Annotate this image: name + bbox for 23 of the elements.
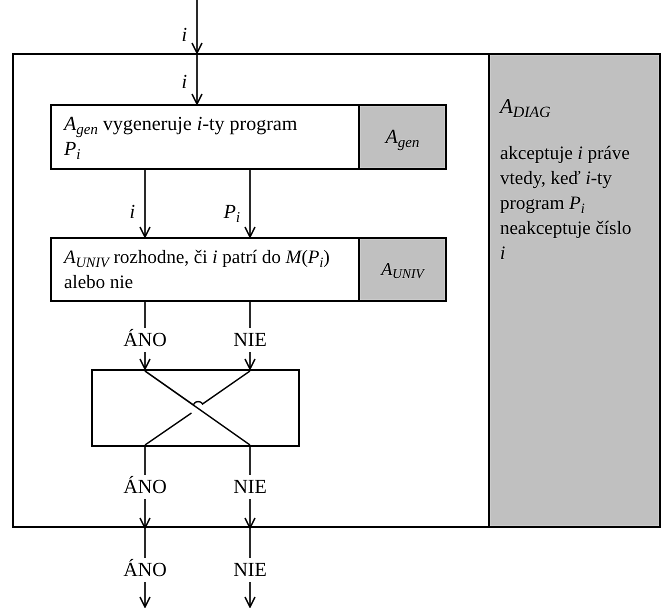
module-cell: [358, 239, 445, 300]
module-cell: [358, 106, 445, 168]
swap-box: [91, 369, 300, 447]
arrow: [139, 170, 151, 238]
edge-label: NIE: [231, 328, 269, 352]
arrow: [191, 0, 203, 54]
description-text: akceptuje i práve vtedy, keď i-ty program P$_{i}$ neakceptuje číslo i: [500, 142, 632, 266]
process-box: [50, 237, 447, 302]
arrow: [244, 170, 256, 238]
process-box: [50, 104, 447, 170]
module-name: A$_{UNIV}$: [381, 258, 424, 283]
edge-label: ÁNO: [121, 475, 169, 499]
machine-name: A$_{DIAG}$: [500, 93, 552, 119]
arrow: [191, 53, 203, 105]
edge-label: ÁNO: [121, 328, 169, 352]
edge-label: ÁNO: [121, 558, 169, 582]
description-text: A$_{UNIV}$ rozhodne, či i patrí do M(P$_{i}$) alebo nie: [64, 246, 331, 295]
edge-label: NIE: [231, 475, 269, 499]
machine-panel: [488, 55, 659, 526]
edge-label: NIE: [231, 558, 269, 582]
machine-frame: [12, 53, 661, 528]
module-name: A$_{gen}$: [386, 125, 420, 152]
description-text: A$_{gen}$ vygeneruje i-ty program P$_{i}$: [64, 112, 298, 162]
